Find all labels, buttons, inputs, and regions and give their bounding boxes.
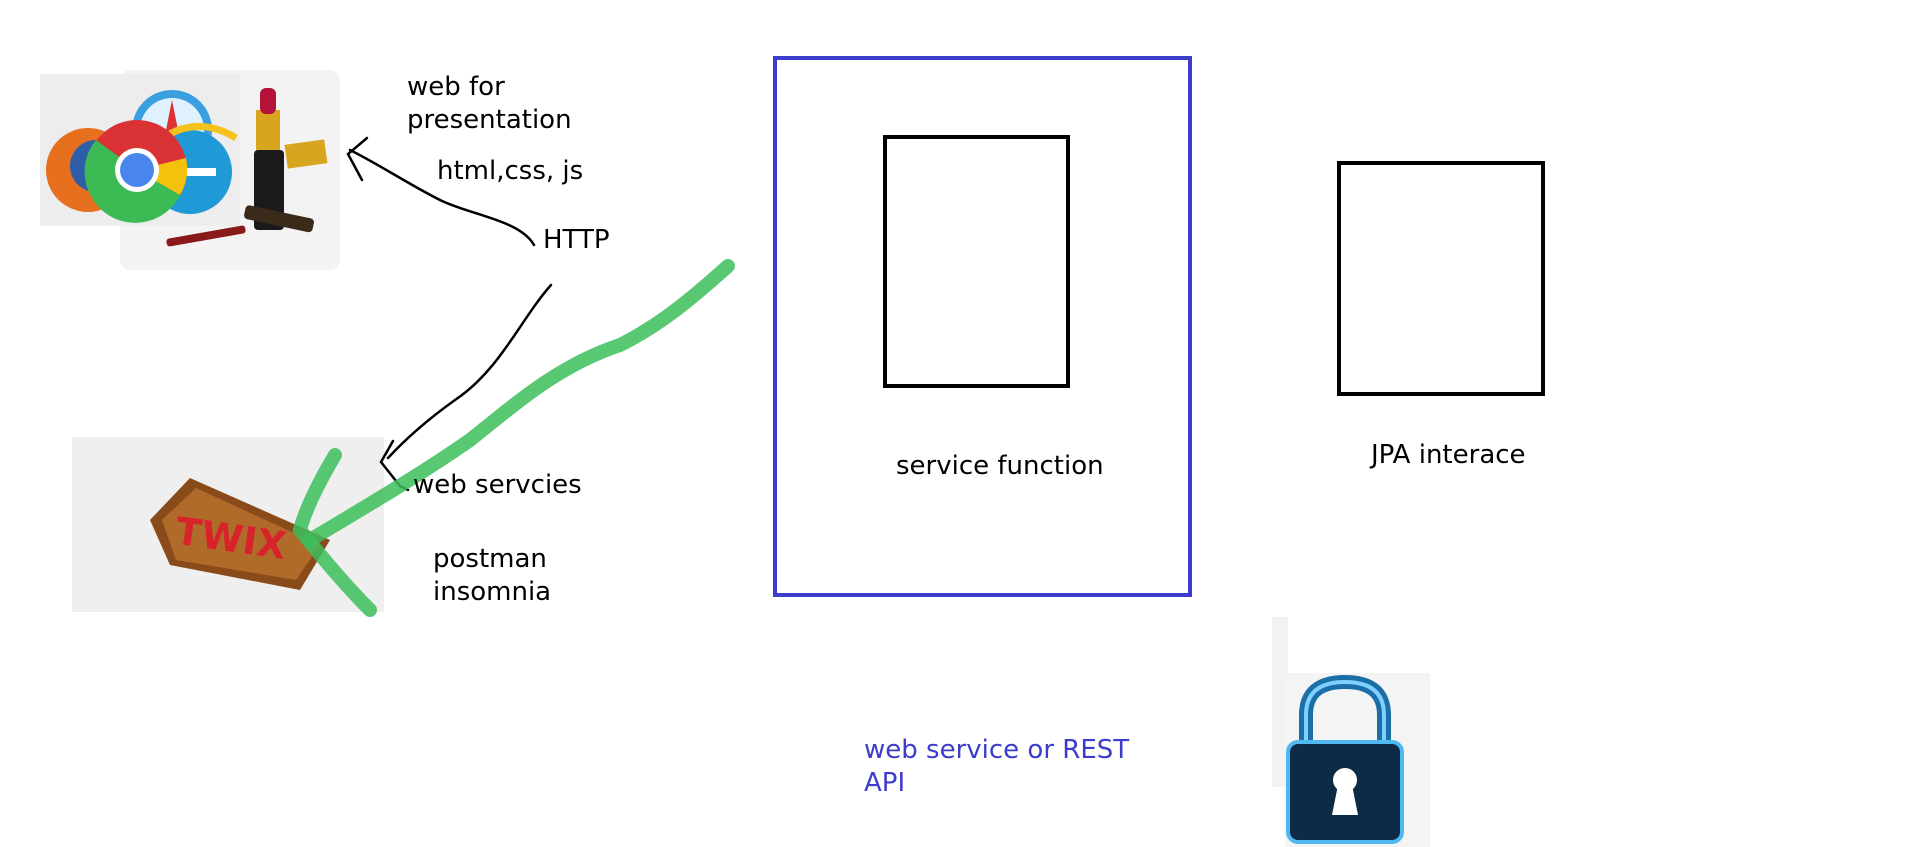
server-boundary-box [773,56,1192,597]
web-services-arrow-line [386,283,553,460]
web-services-label: web servcies [413,470,582,500]
web-for-presentation-label-line2: presentation [407,105,572,135]
rest-api-label-line1: web service or REST [864,735,1130,765]
service-function-label: service function [896,451,1104,481]
lipstick-icon [166,88,328,247]
service-function-box [883,135,1070,388]
jpa-interface-box [1337,161,1545,396]
http-arrow-line [348,148,536,247]
http-arrowhead [346,136,369,182]
green-marker-arrow [303,259,735,547]
web-for-presentation-label-line1: web for [407,72,505,102]
jpa-interface-label: JPA interace [1371,440,1526,470]
browser-icons-image [40,70,340,270]
http-label: HTTP [543,225,610,255]
insomnia-label: insomnia [433,577,552,607]
padlock-icon [1286,674,1404,844]
postman-label: postman [433,544,547,574]
padlock-image [1272,617,1430,847]
chrome-icon [84,120,188,223]
rest-api-label-line2: API [864,768,906,798]
html-css-js-label: html,css, js [437,156,584,186]
green-marker-arrowhead [292,448,377,617]
twix-icon: TWIX [150,478,330,590]
